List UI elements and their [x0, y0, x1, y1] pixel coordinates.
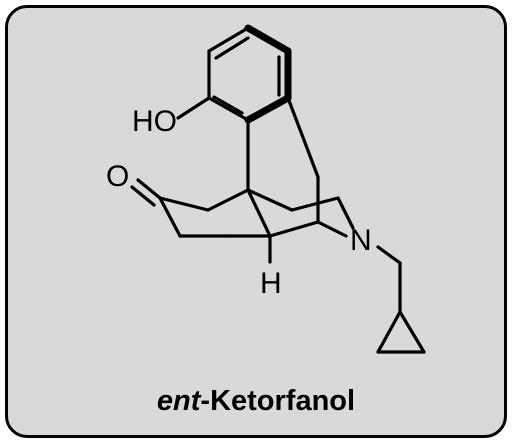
ring-skeleton [158, 96, 355, 264]
oxygen-label: O [106, 160, 129, 193]
bold-bond-lower [244, 94, 292, 124]
structure-card [5, 5, 507, 438]
compound-name-rest: -Ketorfanol [200, 385, 356, 417]
compound-name: ent-Ketorfanol [8, 385, 504, 418]
bold-bond-top [244, 24, 292, 55]
cyclopropyl-ring [376, 310, 426, 354]
carbonyl-bond-b [130, 185, 156, 207]
nitrogen-label: N [350, 224, 372, 257]
hydroxyl-bond [176, 96, 211, 120]
carbonyl-bond-a [136, 178, 162, 200]
hydroxyl-label: HO [132, 105, 177, 138]
n-methylene-bond [376, 245, 402, 265]
hydrogen-label: H [260, 267, 282, 300]
compound-name-prefix: ent [156, 385, 201, 417]
